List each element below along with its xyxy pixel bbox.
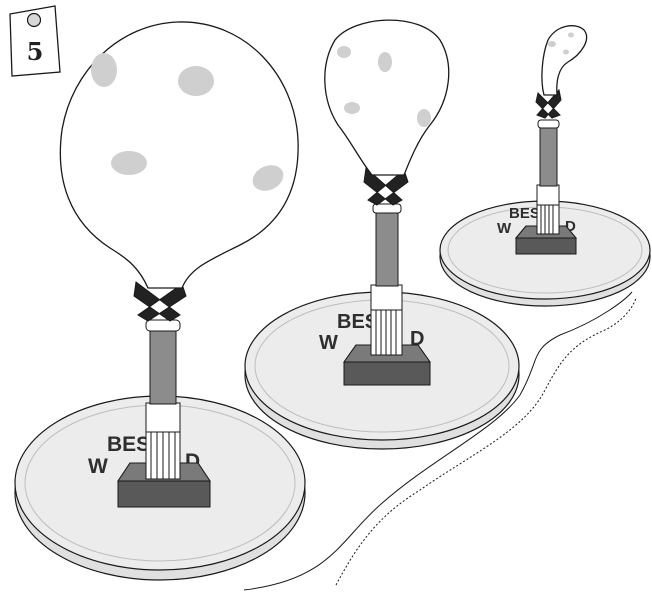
svg-text:W: W bbox=[497, 220, 512, 237]
balloon-inflated bbox=[59, 21, 299, 289]
balloon-uninflated bbox=[541, 25, 588, 96]
stand-base: BES W D bbox=[439, 200, 651, 307]
svg-text:BES: BES bbox=[107, 433, 150, 456]
svg-text:W: W bbox=[88, 455, 108, 478]
balloon-stand-small: BES W D bbox=[439, 25, 651, 307]
table-edge-dotted bbox=[335, 297, 637, 586]
stand-clamp bbox=[536, 184, 560, 235]
svg-text:BES: BES bbox=[337, 311, 378, 333]
table-edge-solid bbox=[243, 291, 633, 591]
table-edge bbox=[243, 291, 637, 591]
step-number: 5 bbox=[27, 37, 44, 66]
stand-clamp bbox=[370, 284, 403, 356]
balloon-tie bbox=[133, 281, 187, 322]
balloon-stand-large: BES W D bbox=[14, 21, 306, 581]
stand-post bbox=[539, 125, 558, 187]
stand-post bbox=[375, 210, 399, 287]
balloon-half-inflated bbox=[324, 19, 450, 176]
balloon-tie bbox=[535, 88, 562, 119]
step-tag: 5 bbox=[9, 5, 61, 77]
stand-block bbox=[117, 462, 211, 508]
svg-text:BES: BES bbox=[509, 205, 540, 222]
balloon-stand-medium: BES W D bbox=[244, 19, 520, 450]
svg-text:D: D bbox=[565, 218, 576, 235]
stand-clamp bbox=[145, 402, 181, 480]
balloon-tie bbox=[363, 167, 409, 206]
stand-post bbox=[149, 328, 177, 405]
svg-text:W: W bbox=[319, 332, 338, 354]
